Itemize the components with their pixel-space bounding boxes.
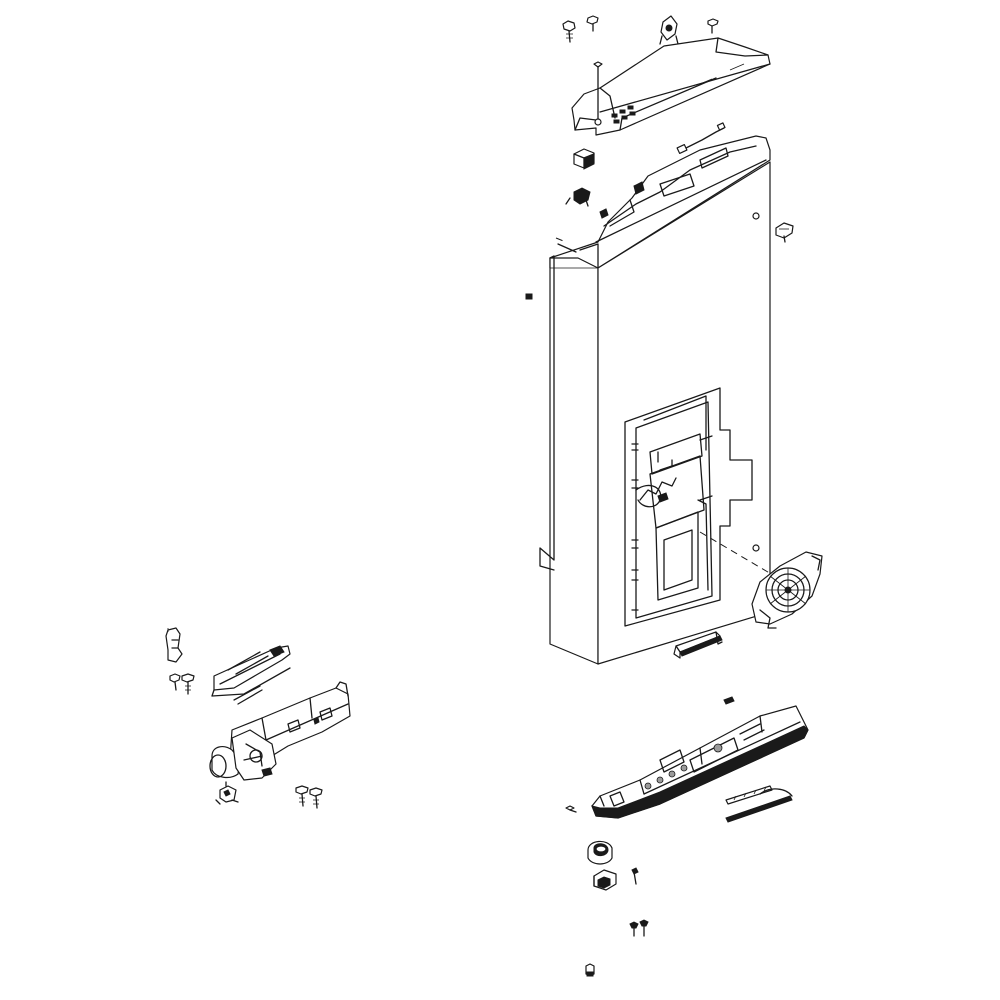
trim-strip-lower — [725, 788, 793, 823]
screw-lower-2 — [629, 919, 649, 937]
screw-left-1 — [169, 673, 181, 691]
handle-bracket — [673, 631, 723, 659]
small-plug — [525, 293, 533, 300]
top-cover-vents — [611, 105, 636, 124]
clip-top — [659, 15, 679, 45]
gear-knob — [587, 840, 613, 865]
dispenser-recess — [624, 387, 753, 627]
small-tab — [723, 696, 735, 705]
small-screw-lower — [565, 805, 577, 813]
lower-dispenser-housing — [591, 696, 809, 819]
screw-top-2 — [586, 15, 599, 32]
connector-block — [573, 148, 595, 170]
motor-assembly — [209, 729, 277, 781]
leader-line-dispenser — [699, 531, 779, 579]
dispenser-cover — [751, 551, 823, 629]
dispenser-mechanism — [165, 627, 351, 809]
screw-top-1 — [562, 20, 576, 43]
top-screws — [562, 15, 719, 45]
screw-lower-1 — [631, 867, 639, 885]
actuator-arm — [211, 645, 291, 705]
screw-left-4 — [309, 787, 323, 809]
switch-block — [593, 869, 617, 891]
spring-clip — [215, 781, 239, 805]
hinge-clip — [565, 187, 591, 207]
door-panel — [539, 135, 771, 665]
mechanism-bracket — [165, 627, 183, 663]
side-screw — [775, 222, 794, 243]
arrow-top — [557, 243, 577, 253]
screw-top-3 — [707, 18, 719, 34]
screw-lower-3 — [585, 963, 595, 977]
housing-buttons — [644, 743, 723, 790]
leader-line-top — [555, 237, 567, 243]
top-cover — [571, 37, 771, 136]
screw-left-3 — [295, 785, 309, 807]
screw-left-2 — [181, 673, 195, 695]
wire-harness — [676, 122, 726, 155]
trim-strip-upper — [725, 785, 773, 805]
